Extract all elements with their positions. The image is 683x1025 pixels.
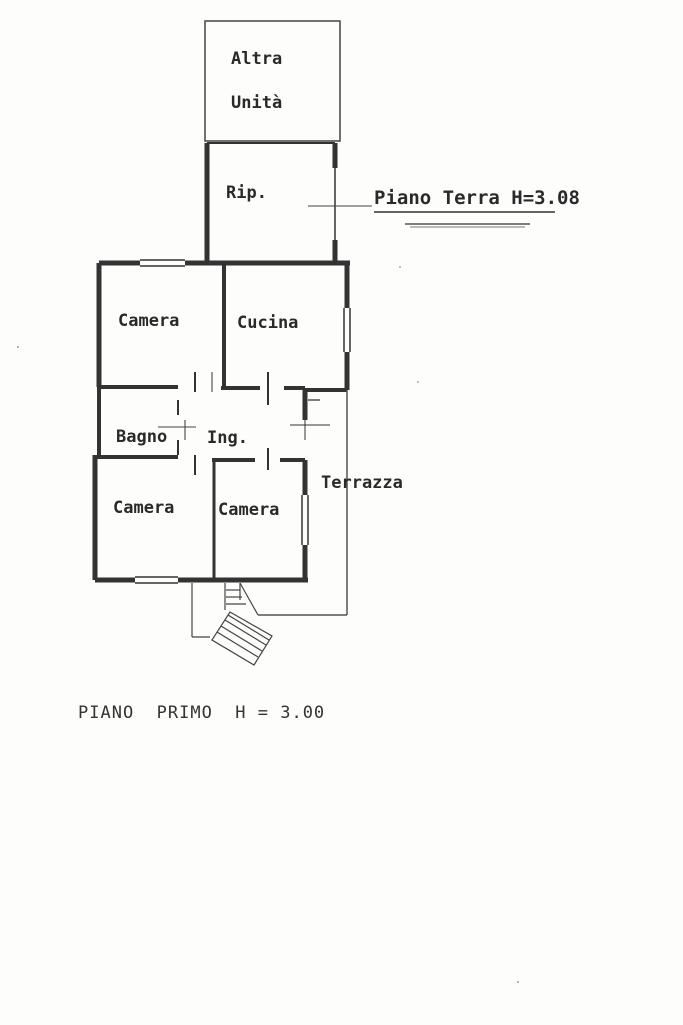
piano-terra-label: Piano Terra H=3.08 [374,187,580,209]
cucina-label: Cucina [237,313,298,333]
ripostiglio-room: Rip. [204,142,372,262]
camera-bottom-right-label: Camera [218,500,279,520]
terrazza-outline [258,390,348,616]
bagno-label: Bagno [116,427,167,447]
altra-unita-label-1: Altra [231,49,282,69]
altra-unita-room: Altra Unità [204,20,341,142]
piano-terra-label-group: Piano Terra H=3.08 [374,187,580,228]
terrazza-label: Terrazza [321,473,403,493]
main-apartment-walls [92,259,351,584]
stairs [191,582,273,666]
camera-bottom-left-label: Camera [113,498,174,518]
piano-primo-label: PIANO PRIMO H = 3.00 [78,703,326,723]
altra-unita-label-2: Unità [231,93,282,113]
ingresso-label: Ing. [207,428,248,448]
camera-top-label: Camera [118,311,179,331]
ripostiglio-label: Rip. [226,183,267,203]
